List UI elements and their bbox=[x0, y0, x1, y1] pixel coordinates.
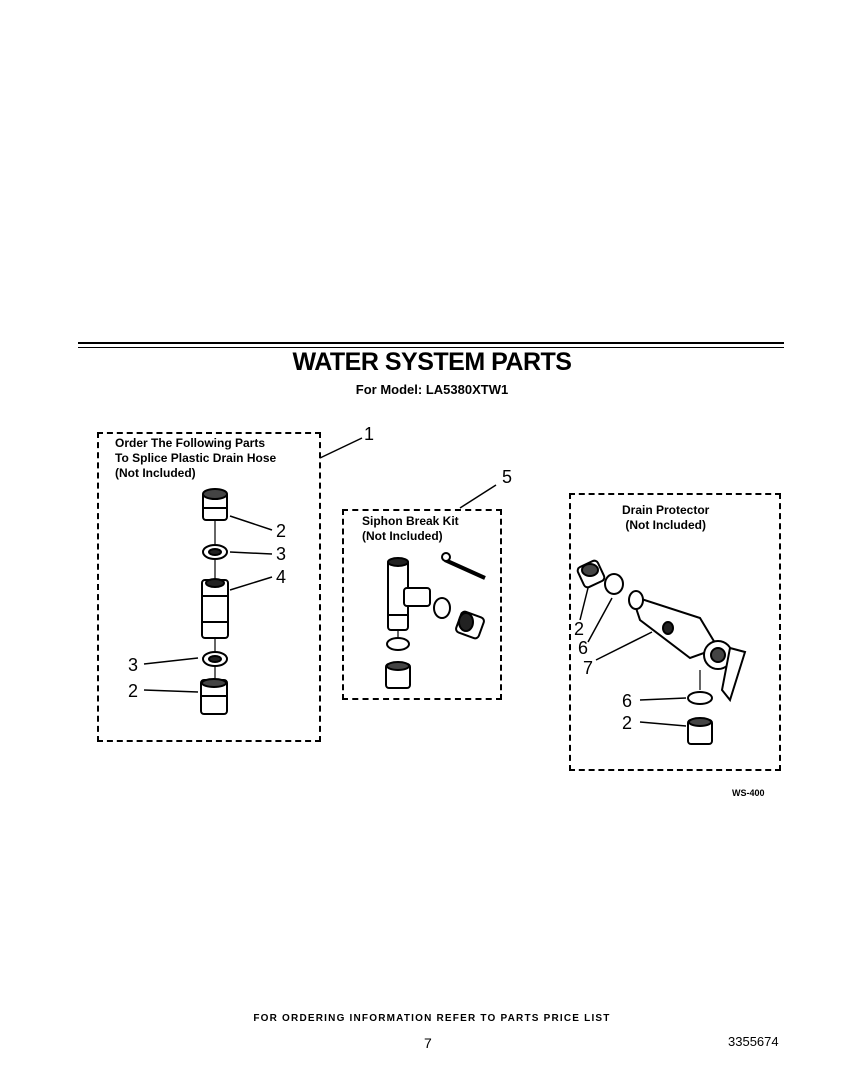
clamp-part-bottom bbox=[202, 651, 228, 667]
callout-splice-part-2: 3 bbox=[276, 544, 287, 564]
header-rule-top bbox=[78, 342, 784, 344]
document-number: 3355674 bbox=[728, 1034, 779, 1049]
splice-parts-label: Order The Following Parts To Splice Plas… bbox=[115, 436, 277, 480]
adapter-part-top bbox=[202, 488, 228, 521]
splice-parts-box bbox=[97, 432, 321, 742]
siphon-ring-part bbox=[433, 597, 451, 619]
header-rule-bottom bbox=[78, 347, 784, 348]
model-subtitle: For Model: LA5380XTW1 bbox=[355, 382, 509, 397]
page-number: 7 bbox=[424, 1035, 432, 1051]
callout-splice-part-3: 4 bbox=[276, 567, 287, 587]
siphon-kit-label: Siphon Break Kit (Not Included) bbox=[362, 514, 459, 543]
drain-protector-body bbox=[628, 590, 747, 703]
callout-splice-part-5: 2 bbox=[128, 681, 139, 701]
clamp-part-top bbox=[202, 544, 228, 560]
connector-part bbox=[201, 578, 229, 639]
callout-1: 1 bbox=[364, 424, 375, 444]
drain-adapter-part bbox=[576, 559, 606, 589]
siphon-kit-box bbox=[342, 509, 502, 700]
siphon-washer-part bbox=[386, 637, 410, 651]
siphon-pin-part bbox=[441, 552, 486, 580]
callout-drain-part-3: 7 bbox=[583, 658, 594, 678]
ordering-note: FOR ORDERING INFORMATION REFER TO PARTS … bbox=[253, 1013, 611, 1024]
callout-splice-part-1: 2 bbox=[276, 521, 287, 541]
adapter-part-bottom bbox=[200, 678, 228, 715]
callout-splice-part-4: 3 bbox=[128, 655, 139, 675]
callout-5: 5 bbox=[502, 467, 513, 487]
drain-washer-part-bottom bbox=[687, 691, 713, 705]
page-title: WATER SYSTEM PARTS bbox=[292, 348, 572, 376]
diagram-code: WS-400 bbox=[732, 788, 765, 798]
callout-drain-part-2: 6 bbox=[578, 638, 589, 658]
drain-protector-box bbox=[569, 493, 781, 771]
drain-washer-part bbox=[604, 573, 624, 595]
callout-drain-part-1: 2 bbox=[574, 619, 585, 639]
drain-protector-label: Drain Protector (Not Included) bbox=[622, 503, 710, 532]
siphon-cap-part bbox=[455, 610, 485, 640]
siphon-tee-part bbox=[387, 557, 431, 631]
callout-drain-part-5: 2 bbox=[622, 713, 633, 733]
callout-drain-part-4: 6 bbox=[622, 691, 633, 711]
